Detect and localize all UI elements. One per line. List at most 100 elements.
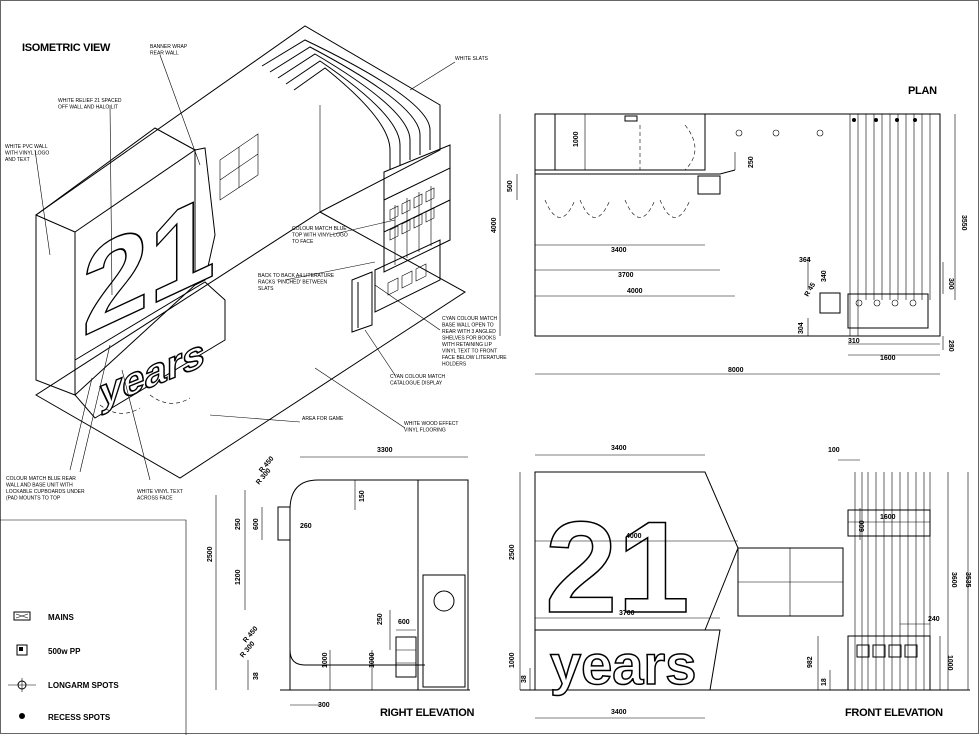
front-dim-1600: 1600 [880, 514, 896, 521]
iso-pvc-wall-top [35, 127, 196, 216]
right-dim-1000b: 1000 [369, 652, 376, 668]
isometric-view: ISOMETRIC VIEW 21 years [5, 25, 507, 502]
iso-arrow-panel [194, 147, 216, 286]
iso-slats [261, 39, 451, 265]
iso-pvc-wall-side [35, 214, 76, 396]
right-dim-250: 250 [235, 518, 242, 530]
iso-floor [35, 211, 466, 479]
right-dim-38: 38 [253, 672, 260, 680]
isometric-title: ISOMETRIC VIEW [22, 42, 111, 54]
front-elev-slats [847, 472, 931, 691]
front-dim-1000a: 1000 [509, 652, 516, 668]
mains-icon [13, 611, 31, 621]
plan-slats [847, 114, 931, 336]
right-dim-r300b: R 300 [239, 640, 256, 659]
front-elevation-title: FRONT ELEVATION [845, 707, 943, 719]
plan-catalogue-display [819, 292, 841, 314]
longarm-spot-icon [8, 678, 36, 692]
front-dim-3535: 3535 [964, 572, 971, 588]
plan-rack [697, 175, 721, 195]
right-elev-shelf-lines [396, 649, 416, 664]
front-elev-feature-wall [534, 471, 739, 631]
plan-dim-3700: 3700 [618, 272, 634, 279]
plan-dim-4000b: 4000 [627, 288, 643, 295]
legend: MAINS 500w PP LONGARM SPOTS RECESS SPOTS [0, 519, 187, 735]
right-elev-outline [289, 479, 469, 691]
note-area-for-game: AREA FOR GAME [302, 416, 344, 422]
front-dim-4000: 4000 [626, 533, 642, 540]
right-dim-2500: 2500 [207, 546, 214, 562]
right-elev-door [422, 574, 466, 688]
right-dim-150: 150 [359, 490, 366, 502]
plan-dim-280: 280 [947, 340, 954, 352]
plan-dim-4000: 4000 [491, 217, 498, 233]
plan-dim-3400: 3400 [611, 247, 627, 254]
plan-dim-500: 500 [507, 180, 514, 192]
front-dim-3700: 3700 [619, 610, 635, 617]
plan-dimension-lines [499, 114, 956, 375]
right-elev-sign-panel [277, 506, 291, 541]
right-dim-260: 260 [300, 523, 312, 530]
plan-store-partition [535, 114, 736, 175]
plan-dim-364: 364 [799, 257, 811, 264]
plan-spots [735, 118, 917, 137]
legend-mains-label: MAINS [48, 613, 74, 622]
front-dim-3400: 3400 [611, 445, 627, 452]
right-elev-dim-lines [215, 456, 468, 706]
plan-dim-300: 300 [947, 278, 954, 290]
plan-dim-3550: 3550 [960, 215, 967, 231]
front-21-graphic: 21 [545, 494, 690, 640]
plan-dim-310: 310 [848, 338, 860, 345]
right-dim-3300: 3300 [377, 447, 393, 454]
plan-dim-8000: 8000 [728, 367, 744, 374]
plan-store-wall [534, 113, 556, 171]
legend-longarm-label: LONGARM SPOTS [48, 681, 119, 690]
iso-rear-panels [219, 133, 259, 201]
plan-door-swing [639, 124, 696, 171]
legend-pp-label: 500w PP [48, 647, 81, 656]
front-dim-38: 38 [521, 675, 528, 683]
right-dim-1000a: 1000 [322, 652, 329, 668]
front-dim-982: 982 [807, 656, 814, 668]
plan-dim-340: 340 [821, 270, 828, 282]
front-dim-18: 18 [821, 678, 828, 686]
plan-dim-304: 304 [798, 322, 805, 334]
plan-dim-1000: 1000 [573, 131, 580, 147]
front-elev-dim-lines [519, 454, 969, 719]
front-dim-3400b: 3400 [611, 709, 627, 716]
right-elev-counter-curve [289, 540, 425, 666]
plan-view: PLAN 1000 500 4000 250 3400 3700 4000 80… [491, 85, 967, 375]
right-elev-door-window [433, 590, 455, 612]
front-elevation: FRONT ELEVATION 21 years 3400 100 1600 4… [509, 445, 971, 719]
recess-spot-icon [19, 713, 25, 719]
iso-literature-racks [374, 167, 451, 313]
pp-icon [16, 644, 28, 656]
right-dim-600b: 600 [398, 619, 410, 626]
front-dim-240: 240 [928, 616, 940, 623]
plan-dim-250: 250 [748, 156, 755, 168]
plan-dim-1600: 1600 [880, 355, 896, 362]
plan-dim-r45: R 45 [804, 282, 818, 298]
plan-title: PLAN [908, 85, 937, 97]
right-elev-shelves [395, 636, 417, 678]
right-dim-300: 300 [318, 702, 330, 709]
plan-outline [534, 113, 941, 337]
iso-door-swings [99, 394, 191, 414]
legend-recess-label: RECESS SPOTS [48, 713, 111, 722]
right-dim-1200: 1200 [235, 569, 242, 585]
front-dim-1000b: 1000 [946, 655, 953, 671]
iso-base-unit [74, 281, 226, 419]
front-years-graphic: years [550, 633, 696, 696]
